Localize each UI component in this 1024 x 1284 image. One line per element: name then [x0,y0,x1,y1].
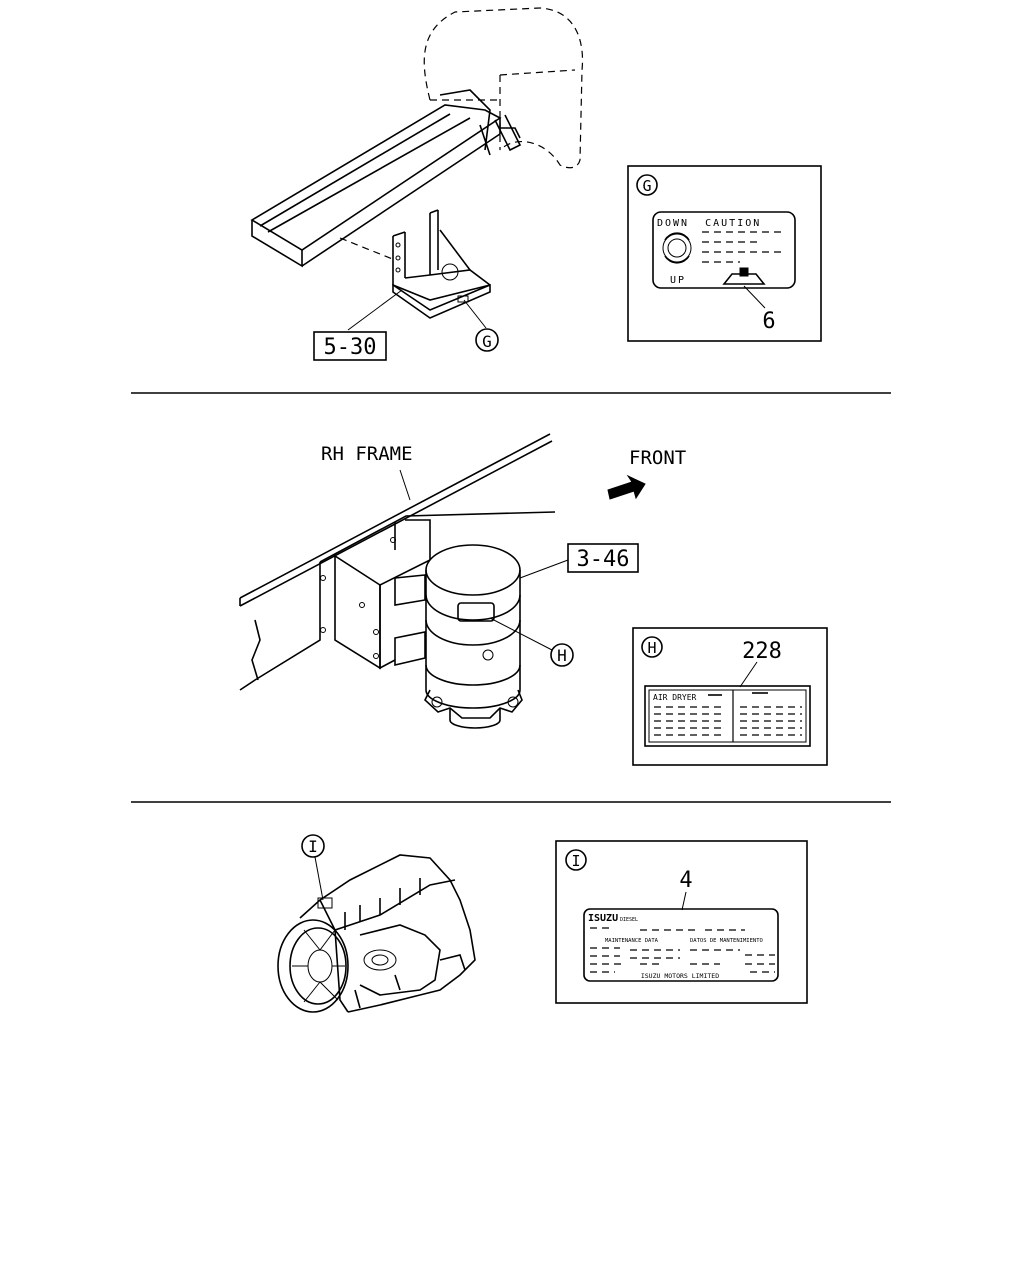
ref-box-5-30[interactable]: 5-30 [313,331,387,361]
panel-g-part-number: 6 [762,309,775,334]
maintenance-label-col-right: DATOS DE MANTENIMIENTO [690,938,763,944]
air-dryer-assembly [239,433,569,729]
ref-box-3-46[interactable]: 3-46 [567,543,639,573]
cab-tilt-assembly [250,7,584,331]
callout-g[interactable]: G [475,328,499,352]
front-label: FRONT [629,447,686,469]
maintenance-label-brand-sub: DIESEL [620,917,638,923]
callout-g-letter: G [482,332,492,351]
panel-i-badge: I [565,849,587,871]
caution-footer: UP [670,275,686,286]
maintenance-label-maker: ISUZU MOTORS LIMITED [641,972,719,980]
ref-box-5-30-label: 5-30 [324,335,377,360]
panel-g: G DOWN CAUTION UP 6 [627,165,822,342]
callout-h[interactable]: H [550,643,574,667]
rh-frame-label: RH FRAME [321,443,413,465]
air-dryer-label-title: AIR DRYER [653,693,697,702]
panel-h: H 228 AIR DRYER [632,627,828,766]
ref-box-3-46-label: 3-46 [577,547,630,572]
panel-i-part-number: 4 [679,868,692,893]
callout-h-letter: H [557,646,567,665]
maintenance-data-label: ISUZU DIESEL MAINTENANCE DATA DATOS DE M… [583,908,779,982]
svg-text:H: H [647,639,656,657]
air-dryer-label: AIR DRYER [644,685,811,747]
caution-header: DOWN CAUTION [657,218,761,229]
maintenance-label-col-left: MAINTENANCE DATA [605,938,659,944]
svg-text:I: I [571,852,580,870]
callout-i[interactable]: I [301,834,325,858]
engine-assembly [277,854,476,1013]
svg-text:G: G [642,177,651,195]
cab-tilt-caution-label: DOWN CAUTION UP [652,211,796,289]
maintenance-label-brand: ISUZU [588,913,618,924]
front-arrow-icon [607,474,646,500]
panel-g-badge: G [636,174,658,196]
panel-i: I 4 ISUZU DIESEL MAINTENANCE DATA DATOS … [555,840,808,1004]
panel-h-badge: H [641,636,663,658]
panel-h-part-number: 228 [742,639,782,664]
callout-i-letter: I [308,837,318,856]
